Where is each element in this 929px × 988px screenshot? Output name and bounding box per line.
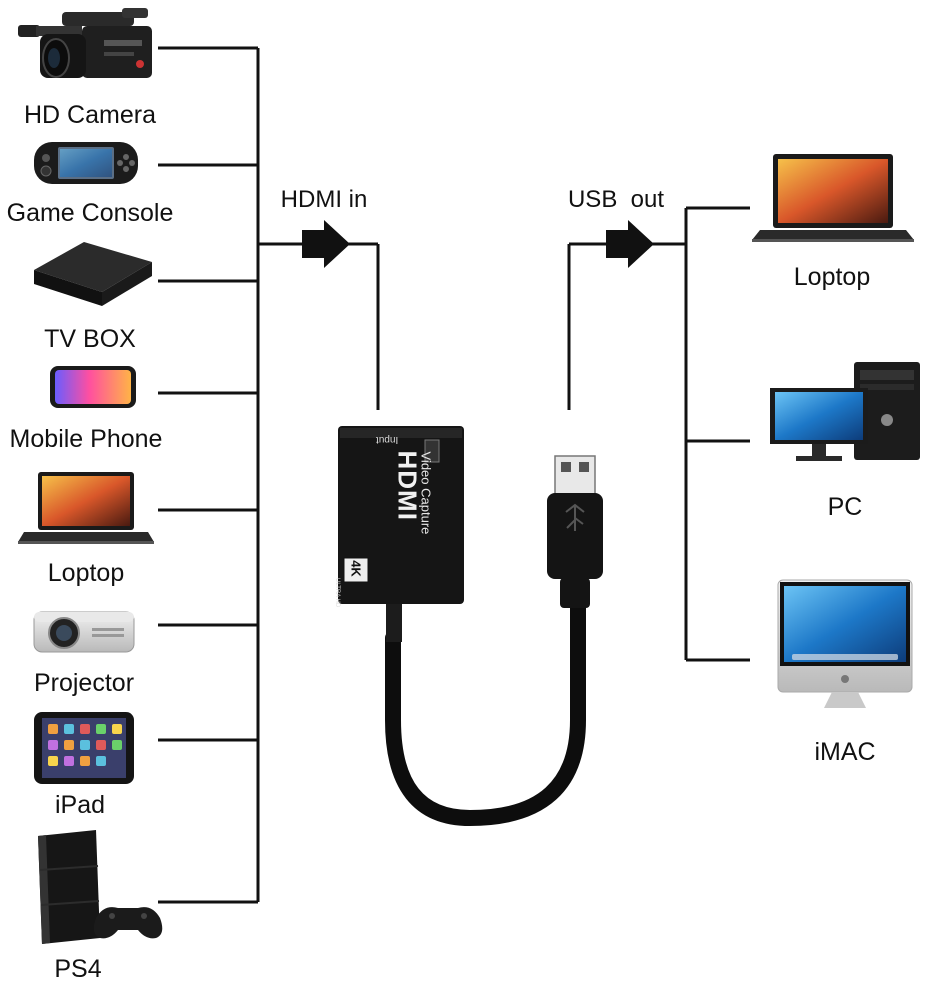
usb-out-label: USB out (567, 186, 665, 213)
output-device-label-pc: PC (827, 493, 863, 521)
laptop-icon (18, 472, 154, 544)
capture-4k-badge-sub: ULTRA HD (334, 578, 340, 608)
capture-card-icon (338, 426, 586, 827)
input-device-label-ipad: iPad (54, 791, 106, 819)
capture-4k-badge: 4K (348, 560, 364, 577)
laptop-icon (752, 154, 914, 242)
input-device-label-projector: Projector (33, 669, 135, 697)
capture-port-label: Input (376, 434, 399, 445)
tablet-icon (34, 712, 134, 784)
input-device-label-loptop: Loptop (47, 559, 125, 587)
game-console-icon (38, 830, 163, 944)
output-device-label-loptop: Loptop (793, 263, 871, 291)
hdmi-in-arrow (302, 220, 350, 268)
usb-a-plug-icon (547, 455, 603, 608)
video-camera-icon (18, 8, 152, 78)
smartphone-icon (50, 366, 136, 408)
capture-product-label: Video Capture (418, 451, 434, 535)
input-device-label-game-console: Game Console (6, 199, 174, 227)
imac-icon (777, 579, 913, 708)
projector-icon (33, 611, 135, 653)
input-device-label-hd-camera: HD Camera (24, 101, 156, 129)
hdmi-in-label: HDMI in (280, 186, 368, 213)
output-device-label-imac: iMAC (814, 738, 876, 766)
tv-box-icon (34, 242, 152, 306)
output-bus-lines (567, 206, 750, 662)
desktop-pc-icon (770, 362, 920, 461)
usb-out-arrow (606, 220, 654, 268)
input-device-label-tv-box: TV BOX (44, 325, 136, 353)
input-device-label-ps4: PS4 (54, 955, 102, 983)
input-device-label-mobile-phone: Mobile Phone (9, 425, 163, 453)
handheld-console-icon (34, 142, 138, 184)
